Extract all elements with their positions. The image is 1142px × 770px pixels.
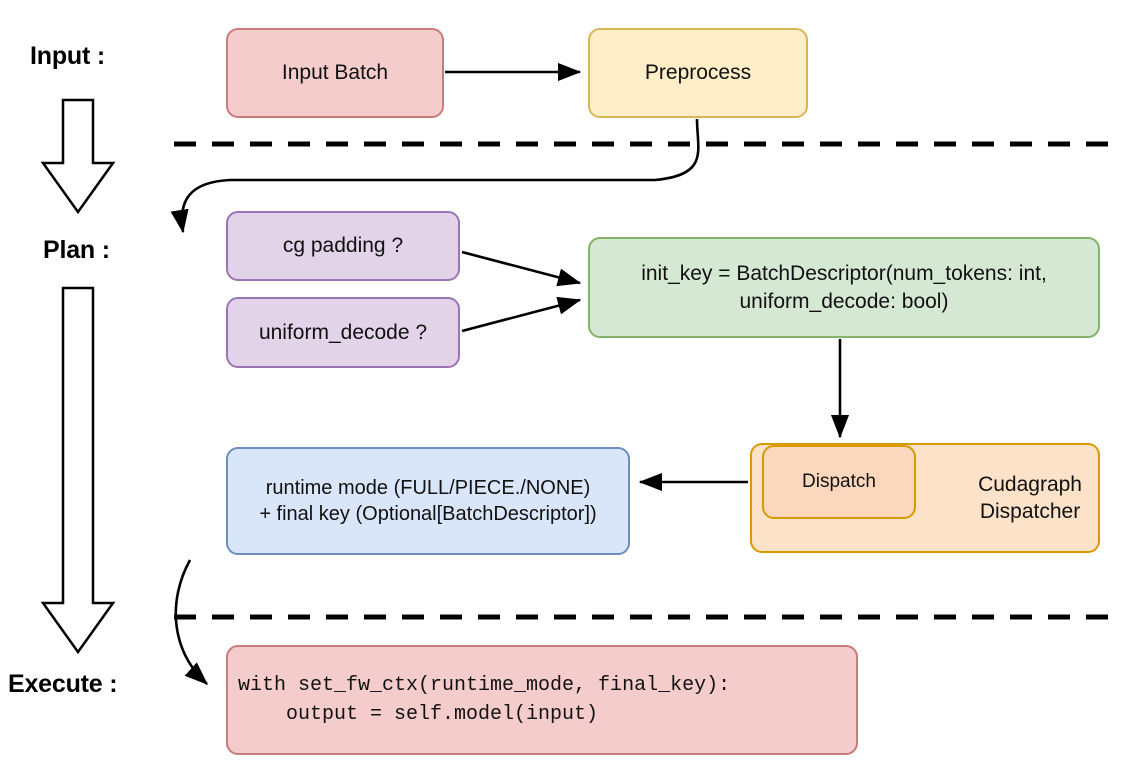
input-to-plan-flow-arrow [40,98,116,215]
node-input-batch[interactable]: Input Batch [226,28,444,118]
node-input-batch-label: Input Batch [281,61,389,85]
edge-cg-padding-to-init-key [461,250,582,287]
node-runtime-mode-label: runtime mode (FULL/PIECE./NONE) + final … [259,477,597,525]
edge-uniform-decode-to-init-key [461,296,582,333]
node-execute-code-label: with set_fw_ctx(runtime_mode, final_key)… [238,674,731,726]
plan-to-execute-flow-arrow [40,286,116,655]
node-runtime-mode[interactable]: runtime mode (FULL/PIECE./NONE) + final … [226,447,630,555]
node-execute-code[interactable]: with set_fw_ctx(runtime_mode, final_key)… [226,645,858,755]
node-uniform-decode-label: uniform_decode ? [258,320,428,344]
node-preprocess[interactable]: Preprocess [588,28,808,118]
node-dispatch-label: Dispatch [802,470,876,492]
stage-label-execute: Execute : [8,670,118,698]
edge-runtime-mode-to-execute-code [174,559,208,685]
node-init-key-label: init_key = BatchDescriptor(num_tokens: i… [641,262,1047,313]
stage-label-input: Input : [30,42,105,70]
node-cg-padding-label: cg padding ? [282,234,404,258]
node-cg-padding[interactable]: cg padding ? [226,211,460,281]
stage-label-plan: Plan : [43,236,110,264]
node-uniform-decode[interactable]: uniform_decode ? [226,297,460,368]
node-init-key[interactable]: init_key = BatchDescriptor(num_tokens: i… [588,237,1100,338]
node-dispatch[interactable]: Dispatch [762,445,916,519]
node-cudagraph-dispatcher-label: Cudagraph Dispatcher [978,472,1082,523]
node-preprocess-label: Preprocess [644,61,752,85]
